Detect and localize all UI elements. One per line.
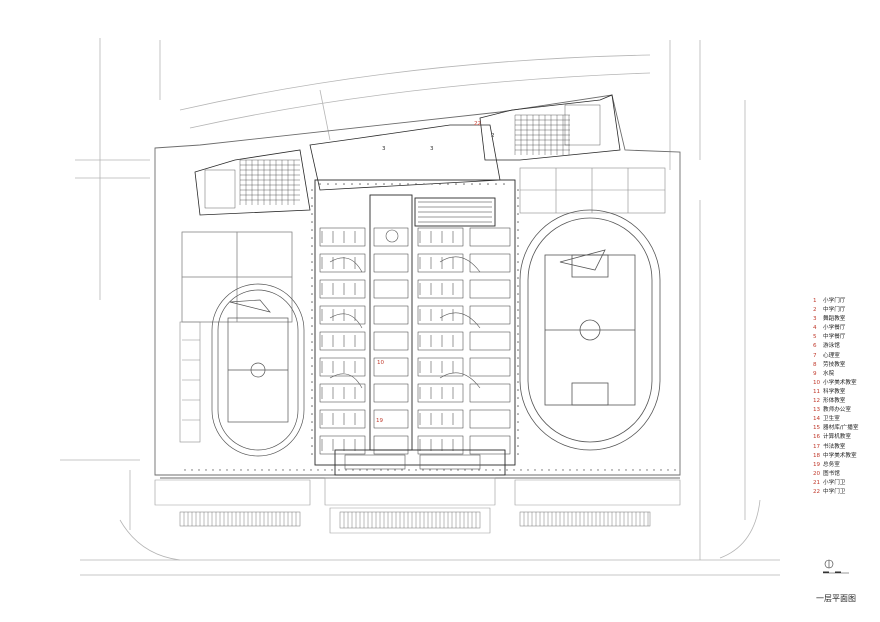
right-sports-courts — [519, 167, 666, 214]
right-running-track — [519, 209, 661, 451]
left-basketball-courts — [179, 231, 293, 443]
legend-item: 7 心理室 — [813, 352, 877, 361]
legend-label: 小学门卫 — [823, 479, 846, 486]
legend-number: 2 — [813, 307, 817, 314]
plan-title: 一层平面图 — [816, 594, 856, 603]
legend-label: 水院 — [823, 370, 835, 377]
legend-label: 中学门厅 — [823, 307, 846, 314]
legend-number: 21 — [813, 479, 821, 486]
legend-label: 劳技教室 — [823, 361, 846, 368]
legend-number: 16 — [813, 434, 821, 441]
courtyards — [329, 229, 481, 470]
legend-label: 卫生室 — [823, 416, 840, 423]
legend-item: 3 舞蹈教室 — [813, 315, 877, 324]
legend-label: 中学美术教室 — [823, 452, 857, 459]
legend-number: 18 — [813, 452, 821, 459]
legend-item: 8 劳技教室 — [813, 361, 877, 370]
legend-item: 4 小学餐厅 — [813, 324, 877, 333]
legend-number: 10 — [813, 379, 821, 386]
legend-label: 教师办公室 — [823, 407, 851, 414]
plan-tag-2: 2 — [491, 133, 495, 139]
legend-label: 舞蹈教室 — [823, 316, 846, 323]
legend-item: 5 中学餐厅 — [813, 333, 877, 342]
legend-number: 22 — [813, 488, 821, 495]
legend-item: 1 小学门厅 — [813, 297, 877, 306]
plan-tag-19: 19 — [376, 418, 383, 424]
legend-label: 心理室 — [823, 352, 840, 359]
legend-label: 形体教室 — [823, 398, 846, 405]
parking-stripes — [183, 512, 649, 528]
north-arrow-icon — [823, 559, 849, 574]
legend-number: 13 — [813, 407, 821, 414]
legend-label: 中学门卫 — [823, 488, 846, 495]
legend-label: 计算机教室 — [823, 434, 851, 441]
classroom-grid — [319, 201, 511, 455]
plan-tag-10: 10 — [377, 360, 384, 366]
site-boundary — [154, 94, 681, 479]
legend-number: 15 — [813, 425, 821, 432]
legend-number: 9 — [813, 370, 817, 377]
legend-number: 11 — [813, 388, 821, 395]
tree-dots — [184, 183, 676, 471]
legend-label: 游泳馆 — [823, 343, 840, 350]
legend-number: 6 — [813, 343, 817, 350]
legend-number: 1 — [813, 298, 817, 304]
legend-number: 7 — [813, 352, 817, 359]
legend-number: 17 — [813, 443, 821, 450]
legend-label: 科学教室 — [823, 388, 846, 395]
legend-number: 14 — [813, 416, 821, 423]
legend-number: 5 — [813, 334, 817, 341]
legend-number: 3 — [813, 316, 817, 323]
legend-number: 20 — [813, 470, 821, 477]
road-network — [60, 38, 780, 576]
legend-item: 2 中学门厅 — [813, 306, 877, 315]
plan-tag-3b: 3 — [430, 146, 434, 152]
north-building-detail — [204, 104, 601, 209]
legend-label: 中学餐厅 — [823, 334, 846, 341]
parking-bays — [179, 511, 651, 529]
legend-item: 9 水院 — [813, 370, 877, 379]
legend-label: 小学美术教室 — [823, 379, 857, 386]
north-buildings — [194, 94, 621, 216]
legend-label: 图书馆 — [823, 470, 840, 477]
plan-tag-3a: 3 — [382, 146, 386, 152]
left-running-track — [211, 283, 305, 457]
legend-label: 小学门厅 — [823, 298, 846, 304]
legend-number: 8 — [813, 361, 817, 368]
legend-item: 6 游泳馆 — [813, 342, 877, 351]
main-building — [314, 179, 516, 476]
legend-number: 4 — [813, 325, 817, 332]
legend-label: 器材库/广播室 — [823, 425, 859, 432]
south-landscape — [154, 477, 681, 534]
legend-number: 19 — [813, 461, 821, 468]
legend-label: 小学餐厅 — [823, 325, 846, 332]
legend-number: 12 — [813, 398, 821, 405]
plan-tag-22: 22 — [474, 121, 481, 127]
legend-label: 总务室 — [823, 461, 840, 468]
legend-label: 书法教室 — [823, 443, 846, 450]
